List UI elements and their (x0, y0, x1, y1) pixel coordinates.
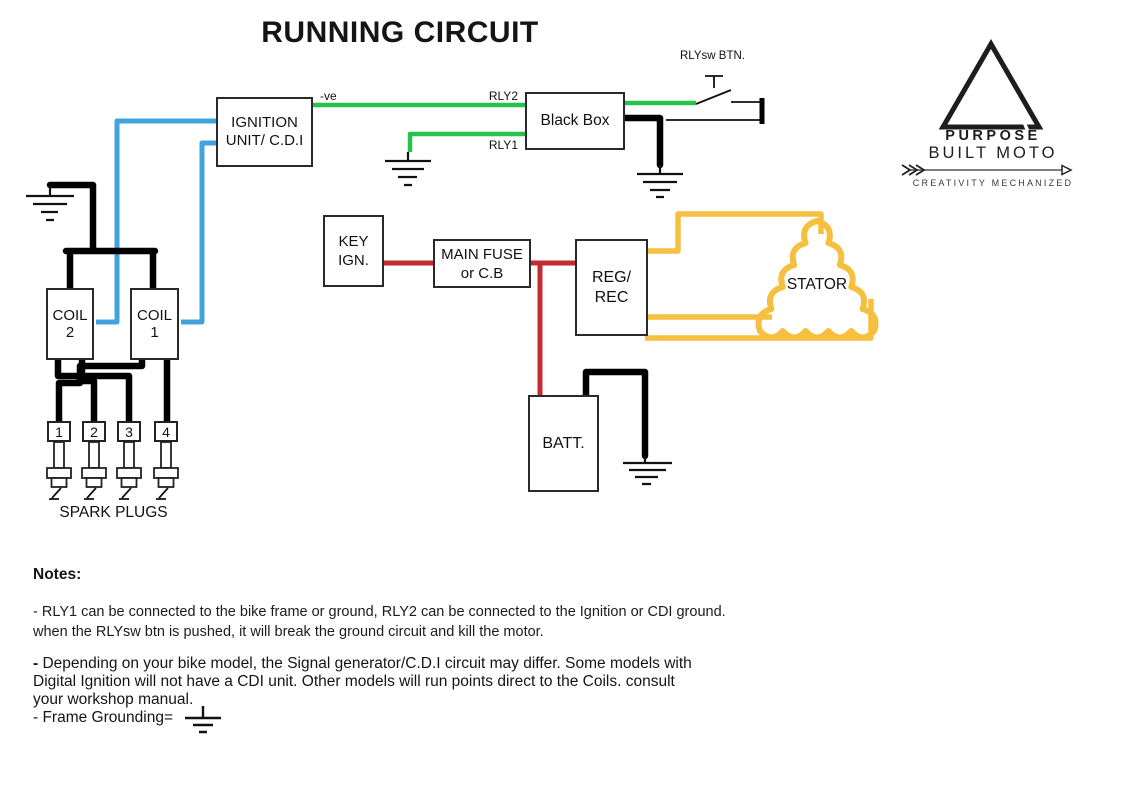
black-box: Black Box (525, 92, 625, 150)
ground-symbol-rly1 (385, 152, 431, 187)
battery-label: BATT. (542, 434, 585, 452)
plug-tip (157, 477, 175, 488)
ground-lines (385, 152, 431, 187)
coil1-box: COIL 1 (130, 288, 179, 360)
wire-blue-coil1 (181, 140, 222, 325)
plug-hex (153, 467, 179, 479)
arrow-head (1061, 164, 1073, 176)
spark-plug-body-1 (46, 441, 72, 500)
plug-tip (50, 477, 68, 488)
logo-name-line1: PURPOSE (945, 128, 1041, 144)
wire-yellow-stator-top (640, 211, 824, 254)
ground-symbol-black-box (637, 165, 683, 199)
plug-electrode (119, 487, 132, 500)
stator-label: STATOR (786, 276, 848, 293)
rlysw-button-label: RLYsw BTN. (680, 50, 745, 62)
ground-symbol-coils (26, 186, 74, 222)
coil2-label-line1: COIL (52, 307, 88, 324)
coil2-box: COIL 2 (46, 288, 94, 360)
main-fuse-label-line2: or C.B (460, 264, 504, 282)
plug-electrode (49, 487, 62, 500)
plug-electrode (156, 487, 169, 500)
reg-rec-box: REG/ REC (575, 239, 648, 336)
key-ignition-label-line2: IGN. (338, 252, 369, 269)
notes-para1-line2: when the RLYsw btn is pushed, it will br… (33, 624, 544, 640)
plug-stem (123, 441, 135, 469)
spark-plug-3-number: 3 (117, 421, 141, 442)
kill-switch (666, 75, 765, 124)
spark-plug-2-number: 2 (82, 421, 106, 442)
coil2-label-line2: 2 (65, 324, 75, 341)
plug-tip (85, 477, 103, 488)
main-fuse-box: MAIN FUSE or C.B (433, 239, 531, 288)
plug-hex (46, 467, 72, 479)
wire-black-coil2-to-plug3 (54, 352, 133, 429)
ground-lines (637, 165, 683, 199)
logo-triangle-icon (938, 39, 1044, 135)
notes-para2-bullet: - (33, 655, 39, 672)
plug-hex (116, 467, 142, 479)
notes-para2-line1-text: Depending on your bike model, the Signal… (38, 655, 692, 672)
logo-tagline: CREATIVITY MECHANIZED (912, 178, 1074, 188)
logo-name-line2: BUILT MOTO (928, 144, 1058, 162)
plug-tip (120, 477, 138, 488)
ground-lines (623, 456, 672, 486)
ground-symbol-battery (623, 456, 672, 486)
notes-para2-line2: Digital Ignition will not have a CDI uni… (33, 673, 675, 690)
plug-stem (53, 441, 65, 469)
spark-plug-body-4 (153, 441, 179, 500)
switch-button-actuator (705, 75, 723, 88)
spark-plug-1-number: 1 (47, 421, 71, 442)
spark-plug-body-3 (116, 441, 142, 500)
wire-black-coil-harness (46, 181, 159, 297)
key-ignition-box: KEY IGN. (323, 215, 384, 287)
wire-green-rly1 (407, 131, 530, 152)
notes-section: Notes: - RLY1 can be connected to the bi… (33, 566, 833, 735)
spark-plug-body-2 (81, 441, 107, 500)
notes-heading: Notes: (33, 566, 82, 583)
wire-black-battery-ground (582, 368, 649, 460)
ignition-unit-label-line2: UNIT/ C.D.I (225, 132, 304, 149)
reg-rec-label-line2: REC (594, 288, 629, 306)
spark-plug-4-number: 4 (154, 421, 178, 442)
coil1-label-line1: COIL (136, 307, 172, 324)
frame-grounding-label: - Frame Grounding= (33, 709, 173, 726)
ground-glyph-lines (185, 706, 221, 734)
reg-rec-label-line1: REG/ (591, 268, 632, 286)
plug-electrode (84, 487, 97, 500)
ignition-unit-box: IGNITION UNIT/ C.D.I (216, 97, 313, 167)
notes-para1-line1: - RLY1 can be connected to the bike fram… (33, 604, 726, 620)
wire-yellow-stator-bottom (645, 299, 874, 341)
coil1-label-line2: 1 (150, 324, 159, 341)
battery-box: BATT. (528, 395, 599, 492)
spark-plugs-label: SPARK PLUGS (59, 504, 168, 521)
frame-grounding-line: - Frame Grounding= (33, 706, 833, 735)
ground-lines (26, 186, 74, 222)
key-ignition-label-line1: KEY (338, 233, 369, 250)
plug-hex (81, 467, 107, 479)
main-fuse-label-line1: MAIN FUSE (441, 245, 523, 263)
rly2-wire-label: RLY2 (488, 89, 518, 103)
rly1-wire-label: RLY1 (488, 138, 518, 152)
negative-wire-label: -ve (320, 89, 337, 103)
plug-stem (88, 441, 100, 469)
ground-symbol-icon (185, 706, 221, 734)
wire-black-coil2-to-plug2 (78, 352, 98, 429)
ignition-unit-label-line1: IGNITION (231, 114, 298, 131)
arrow-feathers (901, 164, 926, 176)
switch-blade (695, 89, 732, 105)
black-box-label: Black Box (540, 112, 610, 129)
notes-para2-line1: - Depending on your bike model, the Sign… (33, 655, 833, 673)
triangle-outline (938, 39, 1044, 130)
page-title: RUNNING CIRCUIT (261, 16, 539, 49)
wire-blue-coil2 (96, 118, 222, 325)
notes-para2-line3: your workshop manual. (33, 691, 194, 708)
wire-black-blackbox-ground (614, 114, 664, 169)
triangle-notch (1017, 109, 1031, 135)
plug-stem (160, 441, 172, 469)
logo-arrow-divider (901, 164, 1073, 176)
